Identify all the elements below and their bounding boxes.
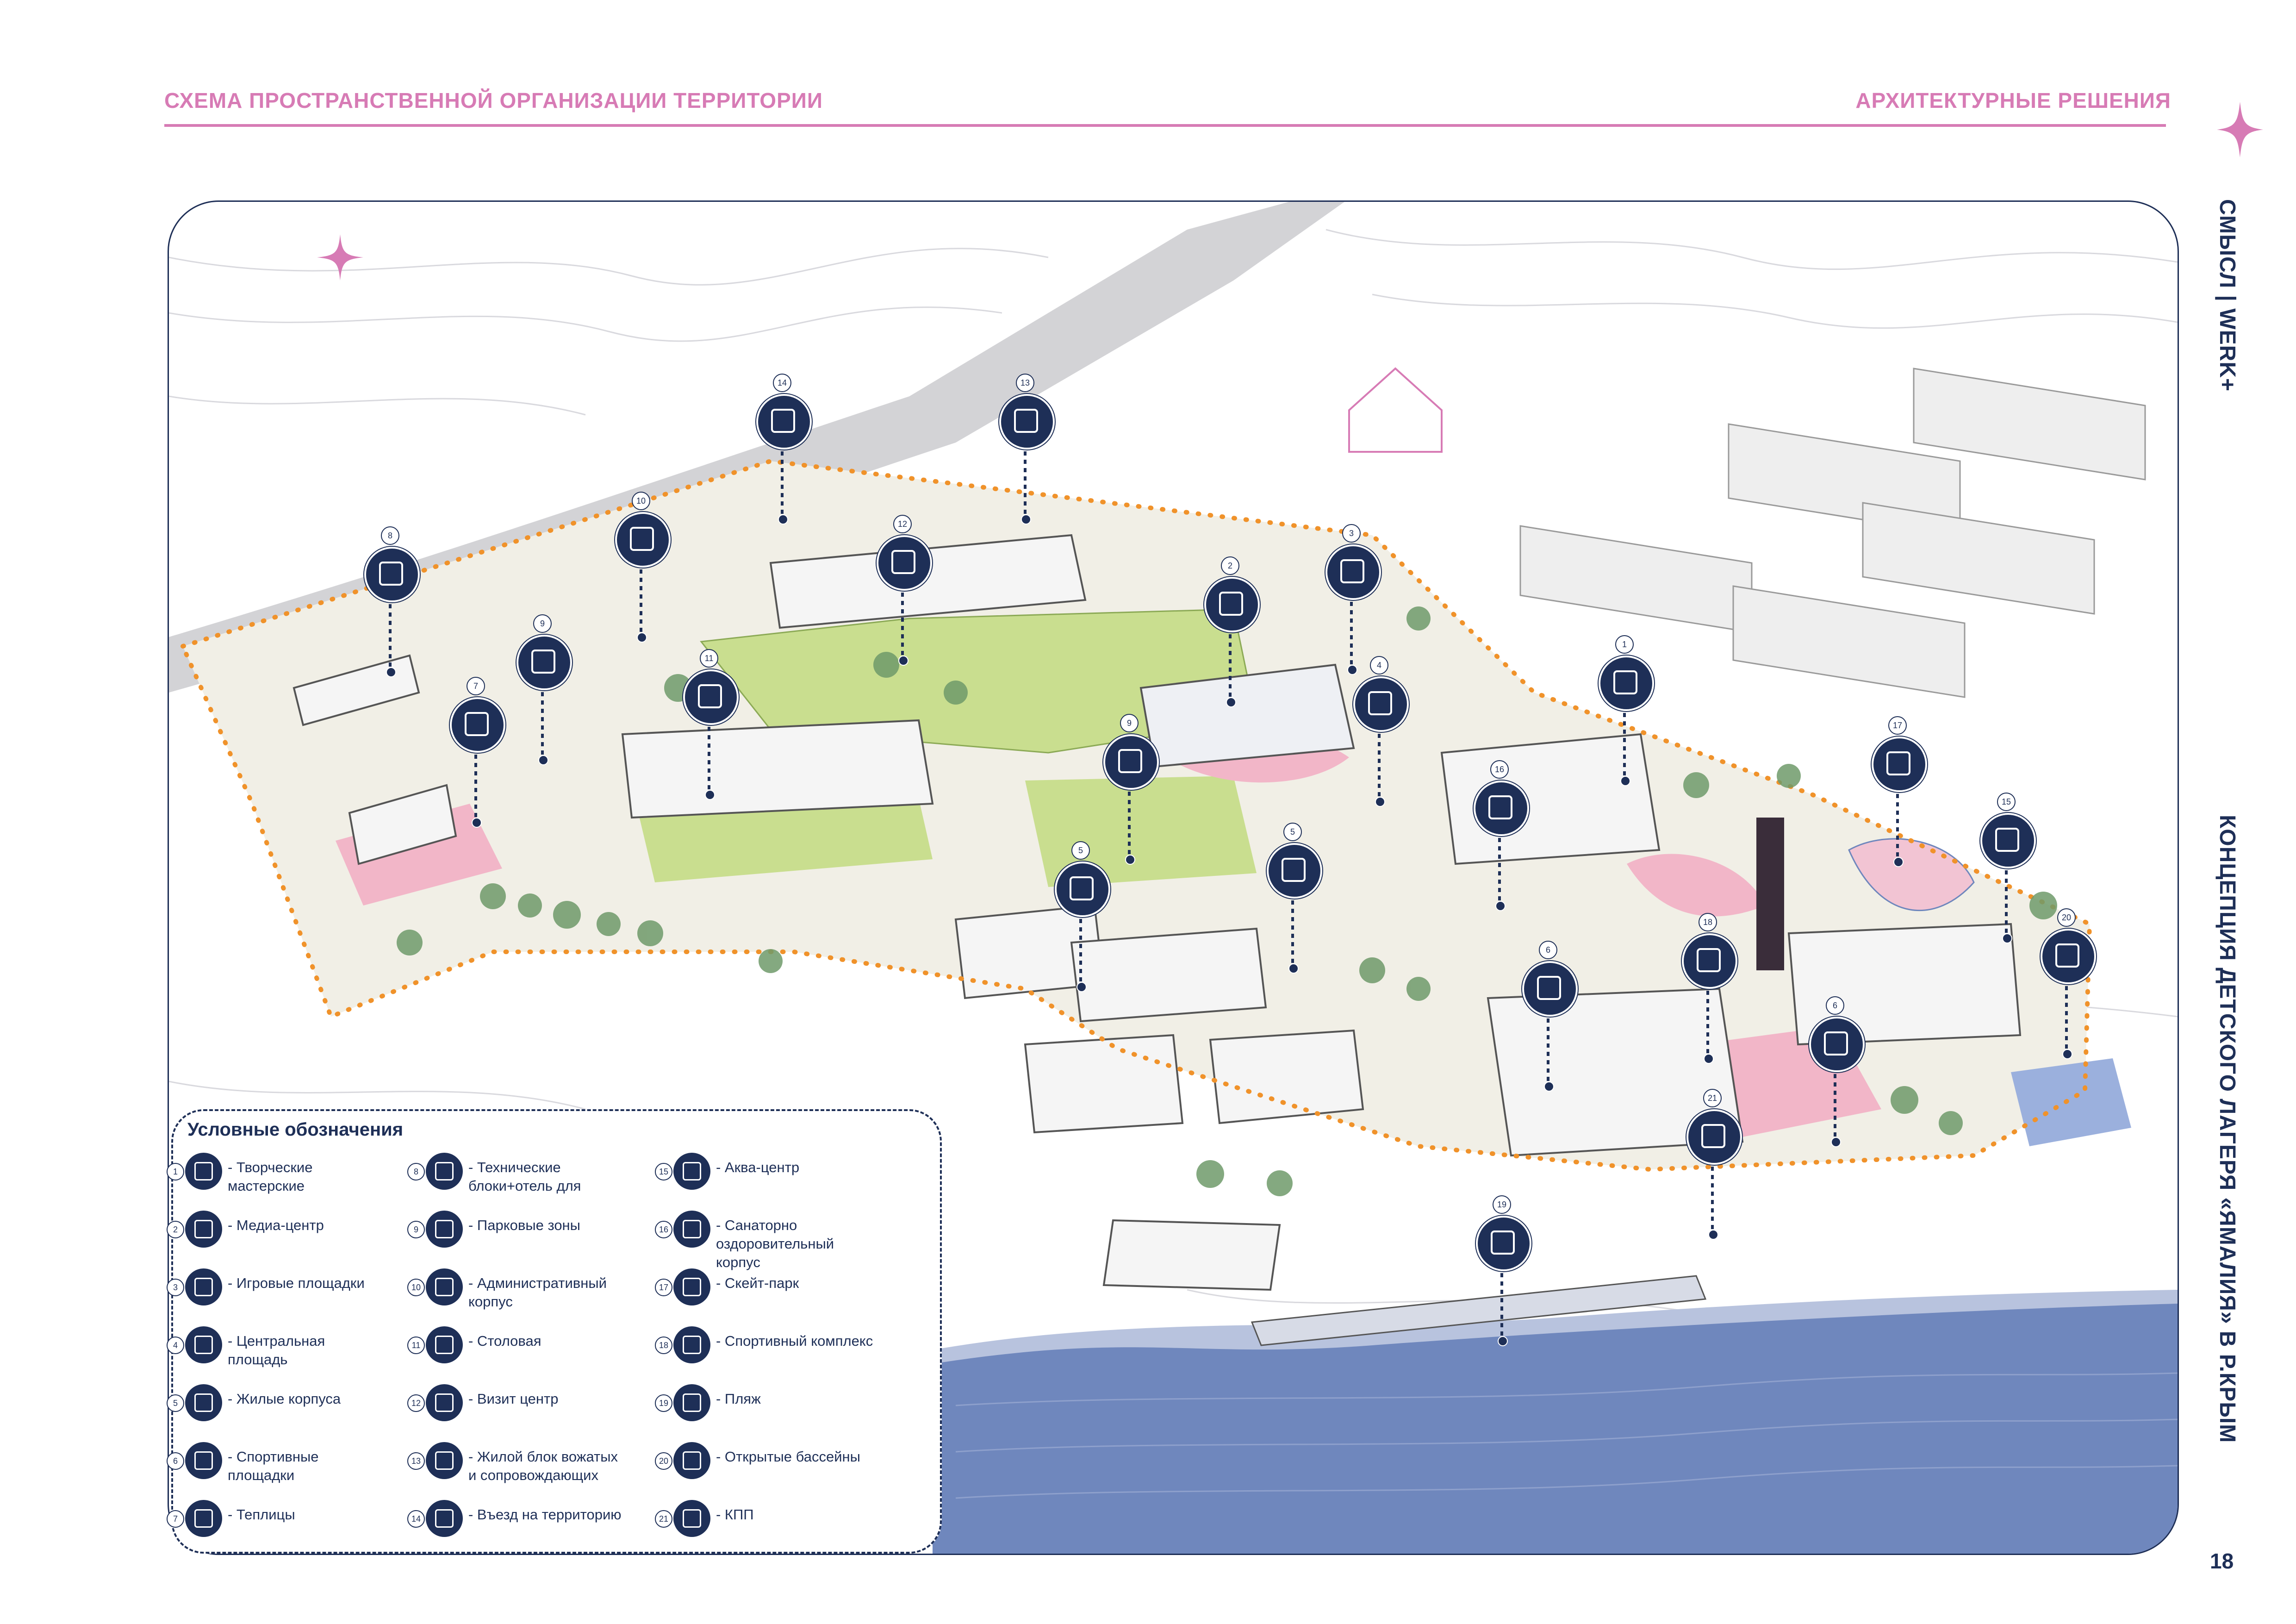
medical-bed-icon <box>1474 781 1529 836</box>
marker-number: 9 <box>533 614 552 633</box>
marker-number: 21 <box>1703 1089 1722 1107</box>
header-divider <box>164 124 2166 127</box>
sparkle-star-icon <box>2217 102 2263 157</box>
marker-number: 6 <box>1539 941 1557 959</box>
plate-cutlery-icon <box>426 1326 463 1363</box>
sports-field-icon <box>1522 961 1578 1017</box>
marker-number: 19 <box>1493 1195 1511 1214</box>
entrance-arrow-icon <box>426 1500 463 1537</box>
medical-bed-icon <box>673 1211 710 1248</box>
page-number: 18 <box>2210 1549 2234 1573</box>
marker-number: 14 <box>773 374 791 392</box>
playground-icon <box>1325 544 1381 600</box>
brush-pencil-icon <box>185 1153 222 1190</box>
house-icon <box>1267 843 1322 899</box>
beach-umbrella-icon <box>673 1384 710 1421</box>
park-trees-icon <box>426 1211 463 1248</box>
admin-building-icon <box>615 512 671 568</box>
media-center-icon <box>1204 577 1260 632</box>
marker-number: 15 <box>1997 793 2016 811</box>
sports-balls-icon <box>673 1326 710 1363</box>
swimmer-icon <box>1980 813 2036 868</box>
marker-number: 1 <box>1615 635 1634 654</box>
marker-number: 7 <box>467 677 485 695</box>
visitor-center-icon <box>877 535 932 591</box>
sports-balls-icon <box>1682 933 1737 989</box>
marker-number: 18 <box>1699 913 1717 931</box>
park-trees-icon <box>516 635 572 690</box>
carousel-icon <box>1353 676 1409 732</box>
entrance-arrow-icon <box>756 394 812 450</box>
admin-building-icon <box>426 1268 463 1305</box>
skateboard-icon <box>673 1268 710 1305</box>
marker-number: 8 <box>381 526 399 545</box>
marker-number: 6 <box>1826 996 1844 1015</box>
marker-number: 20 <box>2057 908 2076 927</box>
header-right-title: АРХИТЕКТУРНЫЕ РЕШЕНИЯ <box>1855 88 2171 112</box>
plate-cutlery-icon <box>683 669 739 725</box>
beach-umbrella-icon <box>1476 1216 1531 1271</box>
sports-field-icon <box>185 1442 222 1479</box>
header-left-title: СХЕМА ПРОСТРАНСТВЕННОЙ ОРГАНИЗАЦИИ ТЕРРИ… <box>164 88 823 112</box>
hotel-icon <box>364 547 420 602</box>
marker-number: 2 <box>1221 556 1239 575</box>
marker-number: 5 <box>1283 823 1302 841</box>
greenhouse-icon <box>450 697 505 753</box>
carousel-icon <box>185 1326 222 1363</box>
marker-number: 9 <box>1120 714 1139 732</box>
marker-number: 16 <box>1490 760 1509 779</box>
marker-number: 4 <box>1370 656 1388 675</box>
playground-icon <box>185 1268 222 1305</box>
media-center-icon <box>185 1211 222 1248</box>
checkpoint-icon <box>673 1500 710 1537</box>
hotel-icon <box>426 1153 463 1190</box>
outdoor-pool-icon <box>673 1442 710 1479</box>
marker-number: 12 <box>893 515 912 533</box>
marker-number: 17 <box>1888 716 1907 735</box>
marker-number: 11 <box>700 649 718 668</box>
brush-pencil-icon <box>1599 656 1654 711</box>
outdoor-pool-icon <box>2041 929 2096 984</box>
marker-number: 10 <box>632 492 650 510</box>
checkpoint-icon <box>1686 1109 1742 1165</box>
legend-panel <box>171 1109 942 1554</box>
bed-person-icon <box>999 394 1055 450</box>
legend-title: Условные обозначения <box>187 1119 404 1140</box>
park-trees-icon <box>1103 734 1159 790</box>
marker-number: 5 <box>1071 841 1090 860</box>
greenhouse-icon <box>185 1500 222 1537</box>
brand-vertical-text: СМЫСЛ | WERK+ <box>2215 199 2240 392</box>
site-plan-illustration <box>169 202 2178 1554</box>
house-icon <box>1055 862 1110 917</box>
concept-vertical-text: КОНЦЕПЦИЯ ДЕТСКОГО ЛАГЕРЯ «ЯМАЛИЯ» В Р.К… <box>2215 815 2240 1443</box>
visitor-center-icon <box>426 1384 463 1421</box>
marker-number: 3 <box>1342 524 1361 543</box>
swimmer-icon <box>673 1153 710 1190</box>
house-icon <box>185 1384 222 1421</box>
marker-number: 13 <box>1016 374 1034 392</box>
bed-person-icon <box>426 1442 463 1479</box>
sparkle-star-icon <box>317 234 363 281</box>
sports-field-icon <box>1809 1017 1865 1072</box>
skateboard-icon <box>1872 737 1927 792</box>
